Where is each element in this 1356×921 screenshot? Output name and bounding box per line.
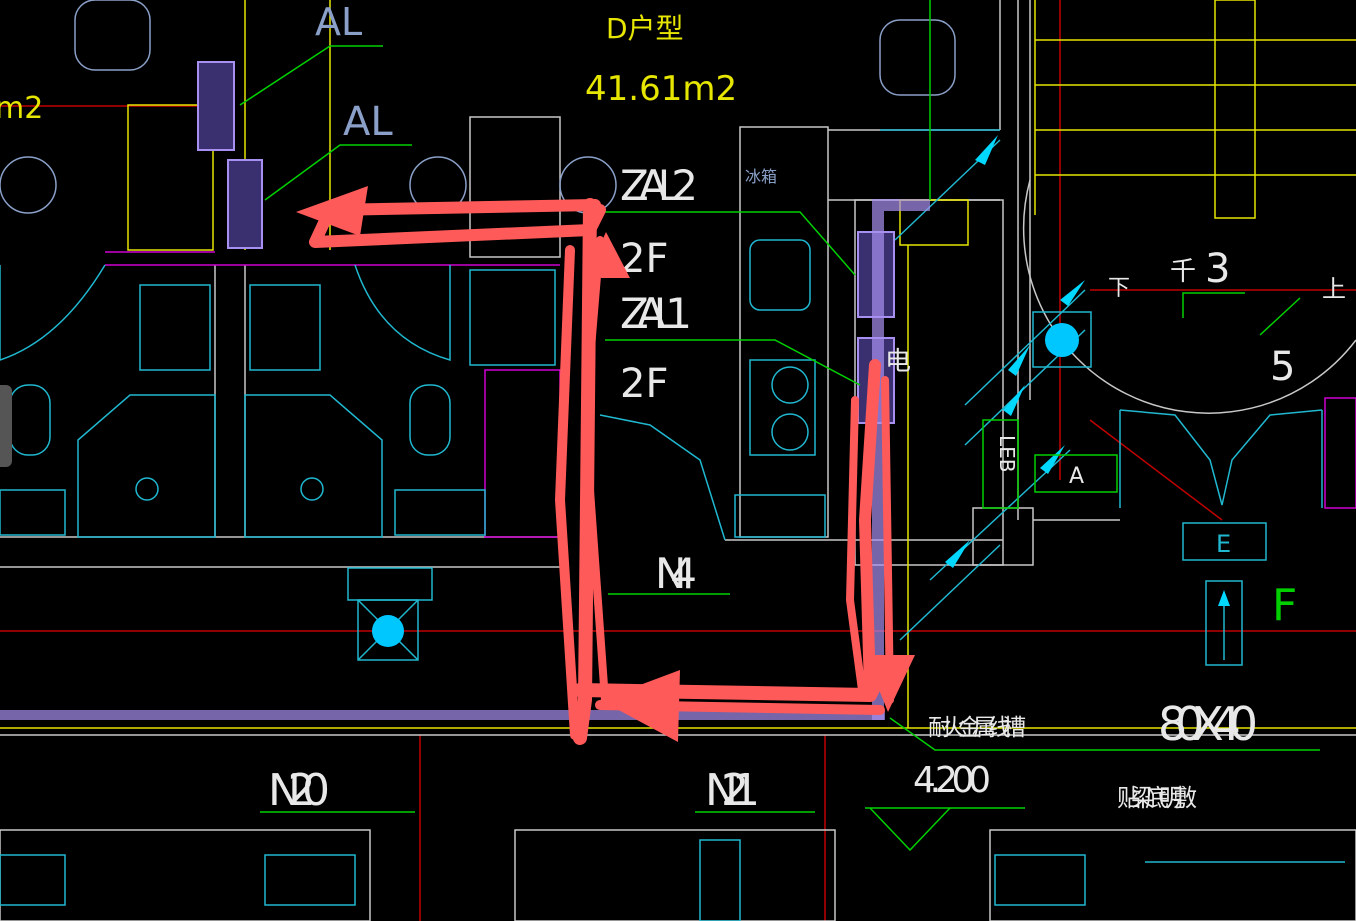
label-f: F bbox=[1272, 580, 1297, 631]
label-n21: N21 bbox=[705, 765, 760, 816]
fixtures-cyan bbox=[0, 129, 1345, 921]
label-install-note: 贴梁底明敷 bbox=[1117, 784, 1197, 812]
label-elevation: 4.200 bbox=[913, 760, 991, 801]
label-2f-b: 2F bbox=[620, 361, 668, 407]
label-stair-5: 5 bbox=[1270, 344, 1295, 390]
annotation-loop bbox=[309, 198, 894, 745]
label-electric: 电 bbox=[885, 347, 911, 377]
label-zal2: ZAL2 bbox=[620, 161, 698, 210]
annotation-arrowheads bbox=[296, 186, 915, 742]
label-zal1: ZAL1 bbox=[620, 289, 692, 338]
label-fridge: 冰箱 bbox=[745, 167, 777, 186]
label-al: AL bbox=[343, 99, 393, 145]
label-box-e: E bbox=[1216, 530, 1231, 558]
furniture bbox=[0, 0, 956, 214]
label-stair-dry: 千 bbox=[1170, 257, 1196, 287]
label-n20: N20 bbox=[268, 765, 330, 816]
label-trunking: 耐火金属线槽 bbox=[928, 715, 1026, 741]
leader-lines bbox=[239, 0, 1320, 852]
left-area-partial: m2 bbox=[0, 91, 43, 126]
drawing-labels: D户型 41.61m2 m2 AL AL ZAL2 2F ZAL1 2F 冰箱 … bbox=[0, 0, 1346, 816]
arrow-heads bbox=[945, 135, 1230, 606]
label-box-a: A bbox=[1069, 464, 1084, 489]
cable-tray bbox=[0, 61, 930, 720]
label-leb: LEB bbox=[995, 435, 1019, 473]
label-down: 下 bbox=[1108, 276, 1130, 301]
label-n4: N4 bbox=[655, 549, 697, 598]
unit-title: D户型 bbox=[606, 12, 684, 45]
lamp-left bbox=[372, 615, 404, 647]
label-al-top: AL bbox=[315, 0, 362, 44]
label-up: 上 bbox=[1322, 275, 1346, 303]
unit-area: 41.61m2 bbox=[585, 69, 737, 109]
label-trunking-size: 80X40 bbox=[1158, 697, 1258, 751]
lamp-stair bbox=[1045, 323, 1079, 357]
label-stair-3: 3 bbox=[1205, 246, 1230, 292]
side-panel-handle[interactable] bbox=[0, 385, 12, 467]
